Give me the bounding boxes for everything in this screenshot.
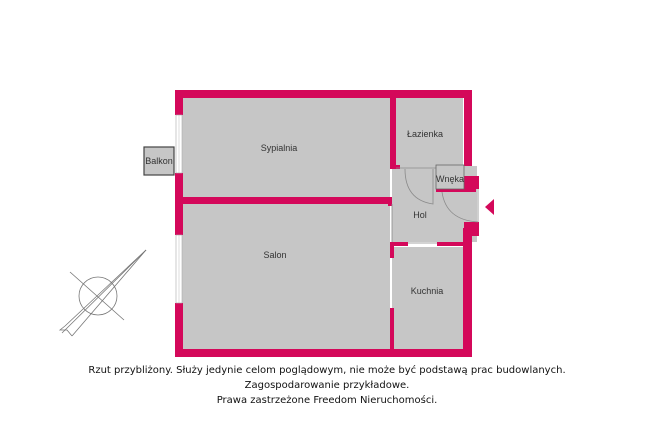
floor-lazienka bbox=[396, 98, 463, 166]
disclaimer-caption: Rzut przybliżony. Służy jedynie celom po… bbox=[0, 363, 654, 408]
floor-kuchnia bbox=[392, 247, 463, 349]
doors bbox=[391, 164, 479, 244]
floor-sypialnia bbox=[182, 98, 390, 197]
label-hol: Hol bbox=[413, 210, 427, 220]
entrance-marker-icon bbox=[485, 199, 494, 215]
label-kuchnia: Kuchnia bbox=[411, 286, 444, 296]
room-labels: Sypialnia Łazienka Wnęka Hol Salon Kuchn… bbox=[145, 129, 464, 296]
floor-salon bbox=[182, 204, 390, 349]
caption-line-3: Prawa zastrzeżone Freedom Nieruchomości. bbox=[216, 395, 438, 406]
label-sypialnia: Sypialnia bbox=[261, 143, 298, 153]
floor-balkon bbox=[143, 146, 175, 176]
wneka-box bbox=[435, 164, 465, 190]
label-balkon: Balkon bbox=[145, 156, 173, 166]
label-lazienka: Łazienka bbox=[407, 129, 443, 139]
caption-line-2: Zagospodarowanie przykładowe. bbox=[244, 380, 410, 391]
label-salon: Salon bbox=[263, 250, 286, 260]
caption-line-1: Rzut przybliżony. Służy jedynie celom po… bbox=[88, 365, 566, 376]
label-wneka: Wnęka bbox=[436, 174, 464, 184]
door-lazienka bbox=[404, 168, 434, 205]
windows bbox=[175, 114, 183, 304]
compass-icon bbox=[58, 249, 147, 337]
door-entrance bbox=[441, 191, 479, 223]
walls bbox=[175, 90, 479, 357]
